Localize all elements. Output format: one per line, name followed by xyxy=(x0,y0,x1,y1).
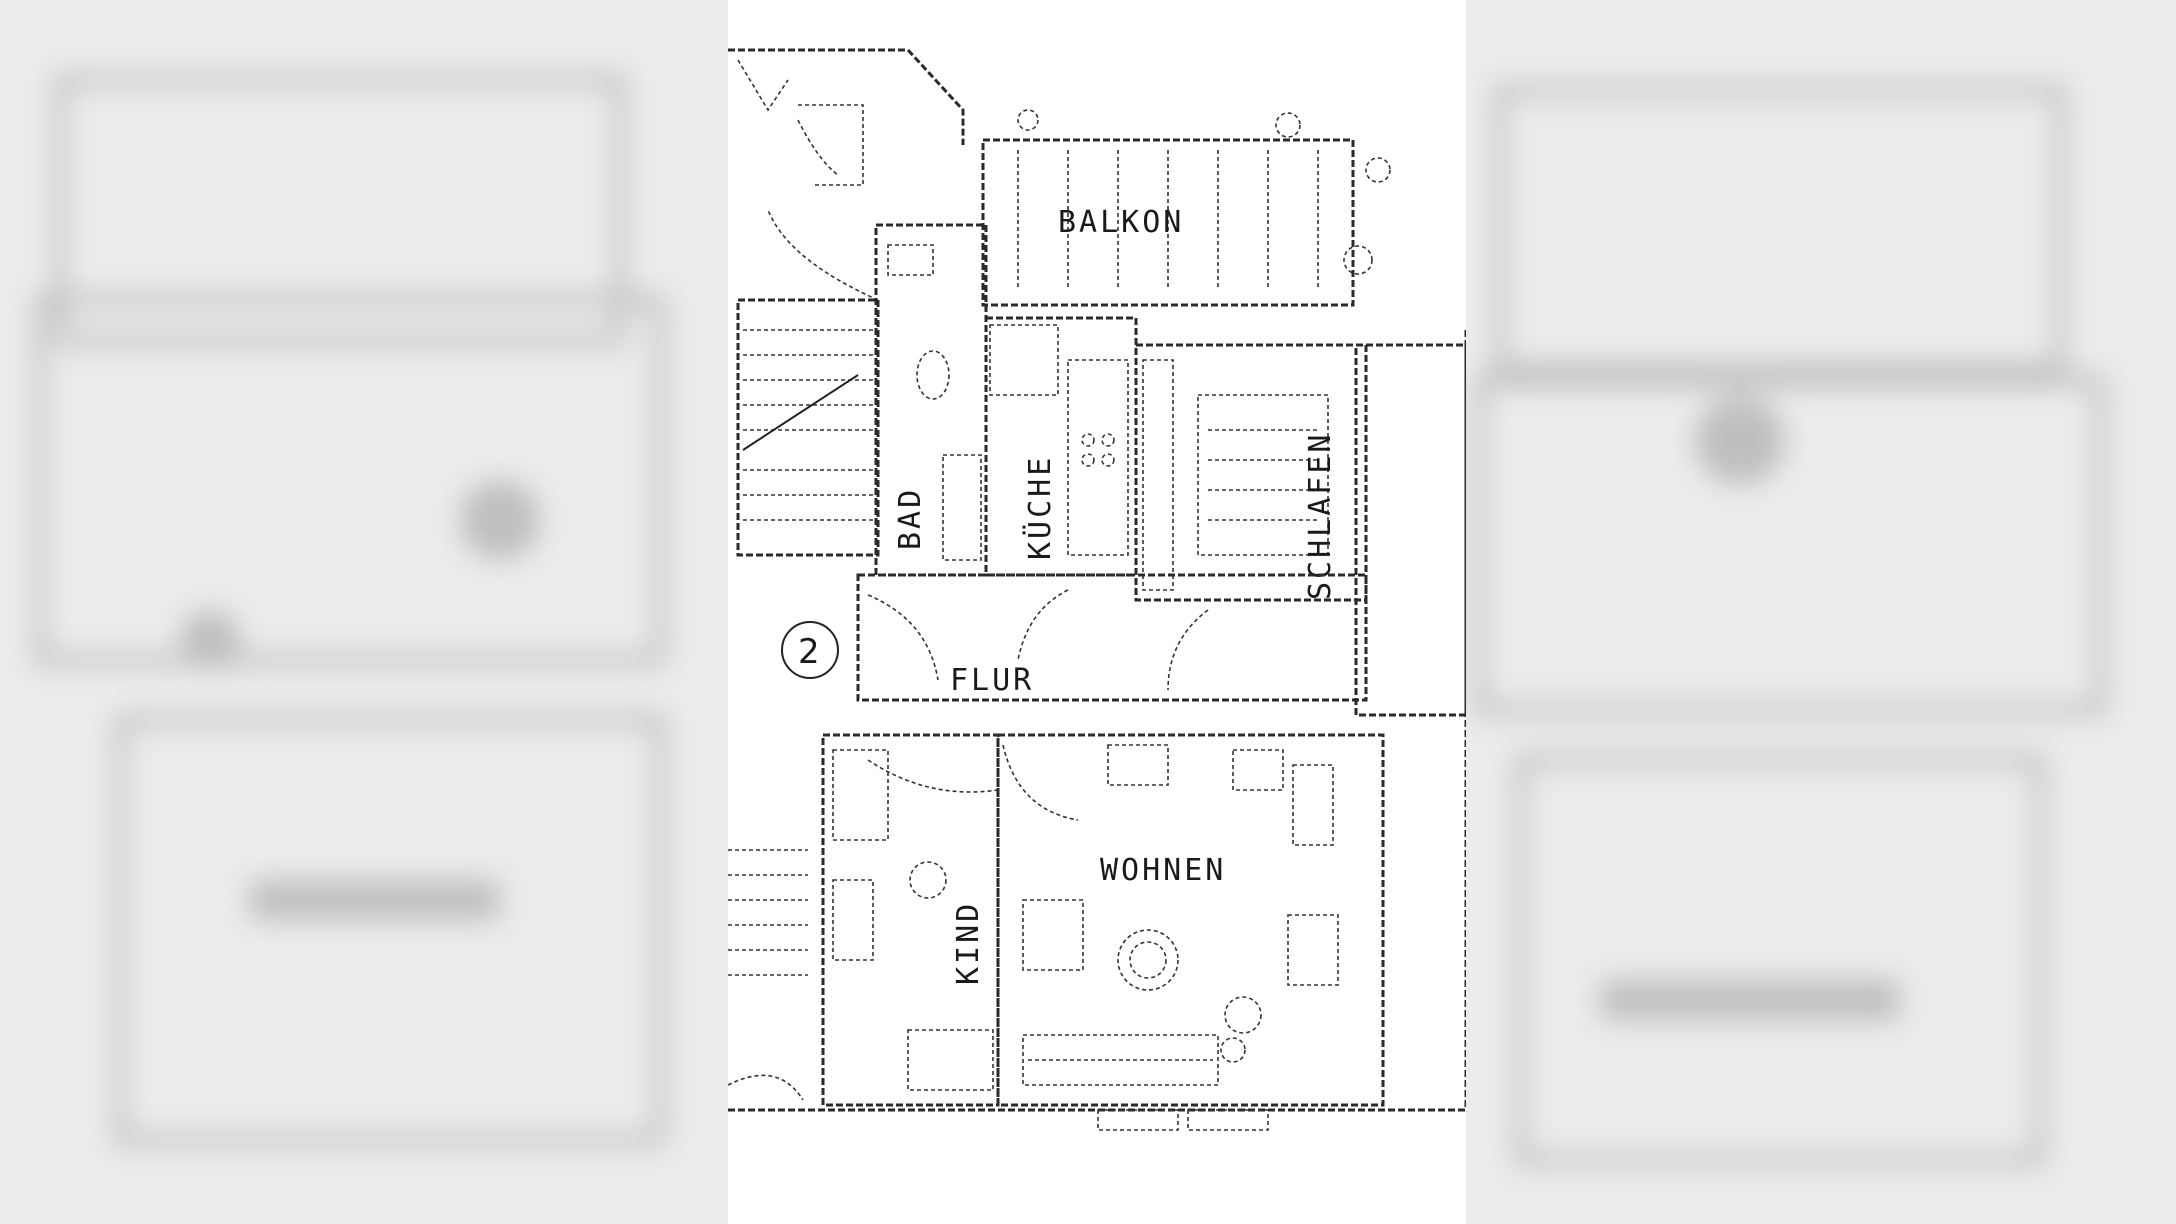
balcony-plants-icon xyxy=(1017,109,1391,275)
room-label-schlafen: SCHLAFEN xyxy=(1303,432,1338,601)
plant-icon xyxy=(1220,996,1262,1063)
room-label-wohnen: WOHNEN xyxy=(1100,853,1226,888)
balcony-hatching xyxy=(1017,150,1319,290)
bed-icon xyxy=(1197,394,1329,556)
floor-plan-drawing: BALKON BAD KÜCHE xyxy=(728,48,1466,1131)
unit-number: 2 xyxy=(798,632,820,672)
dining-table-icon xyxy=(1117,929,1179,991)
room-label-bad: BAD xyxy=(893,487,928,550)
room-label-kueche: KÜCHE xyxy=(1022,455,1058,560)
floor-plan: BALKON BAD KÜCHE xyxy=(728,0,1466,1224)
room-label-flur: FLUR xyxy=(950,663,1034,698)
room-label-kind: KIND xyxy=(951,901,986,985)
stair-treads xyxy=(742,329,873,521)
unit-number-badge xyxy=(781,621,839,679)
room-label-balkon: BALKON xyxy=(1058,205,1184,240)
lower-stairs xyxy=(728,849,808,976)
